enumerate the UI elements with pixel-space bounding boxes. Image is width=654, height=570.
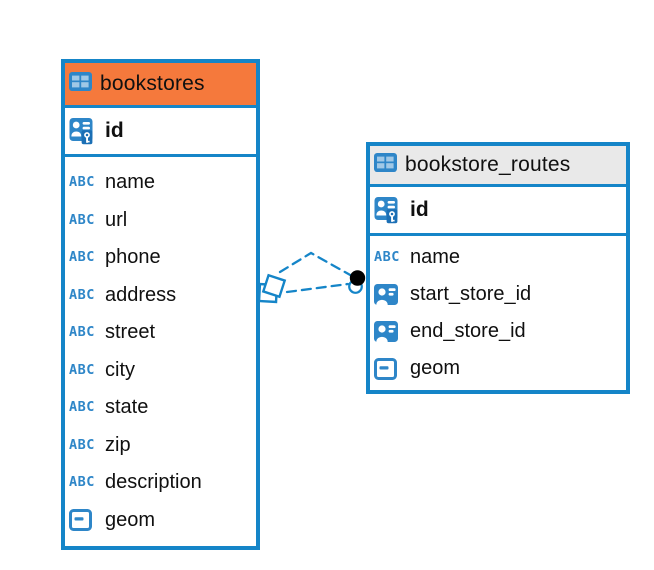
primary-key-icon bbox=[69, 118, 93, 145]
column-type-icon: ABC bbox=[374, 248, 408, 265]
column-type-icon: ABC bbox=[69, 174, 103, 190]
column-name: start_store_id bbox=[410, 283, 532, 305]
column-row[interactable]: ABC city bbox=[65, 352, 256, 390]
column-name: name bbox=[105, 171, 156, 194]
column-row[interactable]: ABC state bbox=[65, 389, 256, 427]
table-icon bbox=[374, 153, 397, 172]
table-bookstore-routes-header[interactable]: bookstore_routes bbox=[370, 146, 626, 187]
geometry-icon bbox=[374, 357, 397, 380]
text-type-icon: ABC bbox=[69, 249, 95, 265]
table-bookstores[interactable]: bookstores id ABC name bbox=[61, 59, 260, 550]
text-type-icon: ABC bbox=[69, 324, 95, 340]
column-type-icon: ABC bbox=[69, 249, 103, 265]
foreign-key-icon bbox=[374, 321, 398, 342]
geometry-icon bbox=[69, 509, 92, 532]
column-row[interactable]: ABC address bbox=[65, 277, 256, 315]
column-name: street bbox=[105, 321, 156, 344]
text-type-icon: ABC bbox=[69, 399, 95, 415]
column-name: url bbox=[105, 208, 128, 231]
column-row[interactable]: geom bbox=[65, 502, 256, 540]
column-type-icon: ABC bbox=[69, 399, 103, 415]
column-name: id bbox=[105, 119, 124, 142]
column-name: end_store_id bbox=[410, 320, 526, 342]
table-bookstore-routes[interactable]: bookstore_routes id ABC name bbox=[366, 142, 630, 394]
column-type-icon bbox=[69, 509, 103, 532]
column-type-icon: ABC bbox=[69, 324, 103, 340]
column-type-icon: ABC bbox=[69, 474, 103, 490]
relationship-line-lower[interactable] bbox=[285, 282, 350, 294]
text-type-icon: ABC bbox=[69, 286, 95, 303]
column-row[interactable]: start_store_id bbox=[370, 276, 626, 313]
foreign-key-icon bbox=[374, 284, 398, 305]
column-row[interactable]: ABC zip bbox=[65, 427, 256, 465]
column-name: id bbox=[410, 198, 429, 221]
column-type-icon bbox=[374, 357, 408, 380]
column-name: phone bbox=[105, 246, 161, 269]
table-title: bookstores bbox=[100, 72, 205, 95]
text-type-icon: ABC bbox=[374, 248, 400, 265]
text-type-icon: ABC bbox=[69, 174, 95, 190]
column-row[interactable]: ABC phone bbox=[65, 239, 256, 277]
table-title: bookstore_routes bbox=[405, 153, 571, 176]
column-name: city bbox=[105, 358, 135, 381]
column-row[interactable]: ABC url bbox=[65, 202, 256, 240]
column-name: geom bbox=[105, 508, 156, 531]
column-list: ABC name start_store_id bbox=[370, 236, 626, 390]
text-type-icon: ABC bbox=[69, 361, 95, 378]
primary-key-icon bbox=[374, 196, 408, 224]
column-list: ABC name ABC url ABC phone ABC bbox=[65, 157, 256, 546]
table-icon bbox=[69, 72, 92, 91]
column-type-icon: ABC bbox=[69, 436, 103, 453]
text-type-icon: ABC bbox=[69, 211, 95, 228]
table-icon bbox=[374, 153, 397, 177]
column-type-icon: ABC bbox=[69, 211, 103, 228]
text-type-icon: ABC bbox=[69, 474, 95, 490]
text-type-icon: ABC bbox=[69, 436, 95, 453]
column-type-icon bbox=[374, 284, 408, 305]
column-name: geom bbox=[410, 357, 461, 379]
primary-key-icon bbox=[69, 117, 103, 145]
relationship-endpoint-dot[interactable] bbox=[348, 270, 366, 294]
column-row[interactable]: geom bbox=[370, 350, 626, 387]
primary-key-icon bbox=[374, 197, 398, 224]
table-icon bbox=[69, 72, 92, 96]
column-row-id[interactable]: id bbox=[65, 108, 256, 157]
column-name: zip bbox=[105, 433, 131, 456]
column-row-id[interactable]: id bbox=[370, 187, 626, 236]
column-name: state bbox=[105, 396, 149, 419]
column-type-icon: ABC bbox=[69, 361, 103, 378]
column-row[interactable]: end_store_id bbox=[370, 313, 626, 350]
relationship-anchor-diamond[interactable] bbox=[257, 273, 287, 304]
relationship-line-upper[interactable] bbox=[278, 251, 354, 278]
column-name: name bbox=[410, 246, 461, 268]
column-type-icon: ABC bbox=[69, 286, 103, 303]
column-name: description bbox=[105, 471, 202, 494]
column-row[interactable]: ABC street bbox=[65, 314, 256, 352]
column-name: address bbox=[105, 283, 177, 306]
column-row[interactable]: ABC name bbox=[370, 239, 626, 276]
column-row[interactable]: ABC description bbox=[65, 464, 256, 502]
column-type-icon bbox=[374, 321, 408, 342]
table-bookstores-header[interactable]: bookstores bbox=[65, 63, 256, 108]
column-row[interactable]: ABC name bbox=[65, 164, 256, 202]
